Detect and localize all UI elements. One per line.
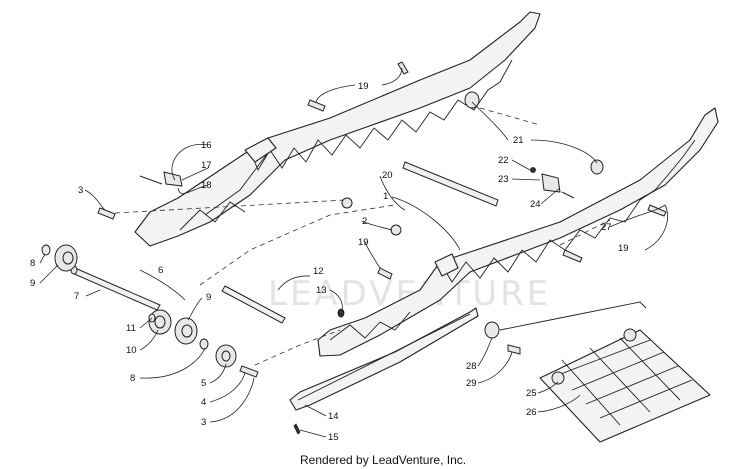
callout-3: 3 <box>78 185 83 196</box>
callout-19: 19 <box>358 81 369 92</box>
callout-21: 21 <box>513 135 524 146</box>
callout-13: 13 <box>316 285 327 296</box>
callout-8: 8 <box>130 373 135 384</box>
callout-19: 19 <box>618 243 629 254</box>
callout-29: 29 <box>466 378 477 389</box>
callout-6: 6 <box>158 265 163 276</box>
lower-rail-frame <box>317 107 719 357</box>
callout-2: 2 <box>362 216 367 227</box>
leader-lines <box>39 67 669 438</box>
upper-rail-frame <box>134 11 541 247</box>
callout-10: 10 <box>126 345 137 356</box>
slide-rail <box>289 307 479 411</box>
callout-9: 9 <box>206 292 211 303</box>
callout-23: 23 <box>498 174 509 185</box>
callout-24: 24 <box>530 199 541 210</box>
callout-9: 9 <box>30 278 35 289</box>
callout-19: 19 <box>358 237 369 248</box>
callout-8: 8 <box>30 258 35 269</box>
callout-28: 28 <box>466 361 477 372</box>
callout-5: 5 <box>201 378 206 389</box>
assembly-lines <box>114 107 611 366</box>
callout-3: 3 <box>201 417 206 428</box>
wheel-and-bearing-set <box>41 61 667 435</box>
callout-20: 20 <box>382 170 393 181</box>
callout-27: 27 <box>601 222 612 233</box>
callout-11: 11 <box>126 323 136 334</box>
callout-26: 26 <box>526 407 537 418</box>
callout-22: 22 <box>498 155 509 166</box>
callout-1: 1 <box>383 191 388 202</box>
callout-14: 14 <box>328 411 339 422</box>
callout-12: 12 <box>313 266 324 277</box>
callout-25: 25 <box>526 388 537 399</box>
callout-15: 15 <box>328 432 339 443</box>
callout-7: 7 <box>74 291 79 302</box>
callout-18: 18 <box>201 180 212 191</box>
callout-4: 4 <box>201 397 206 408</box>
callout-17: 17 <box>201 160 212 171</box>
callout-numbers: 1 2 3 3 4 5 6 7 8 8 9 9 10 11 12 13 14 1… <box>30 81 629 443</box>
track-clip-panel <box>539 328 711 443</box>
callout-16: 16 <box>201 140 212 151</box>
right-hardware <box>464 91 647 355</box>
render-credit: Rendered by LeadVenture, Inc. <box>300 453 466 467</box>
